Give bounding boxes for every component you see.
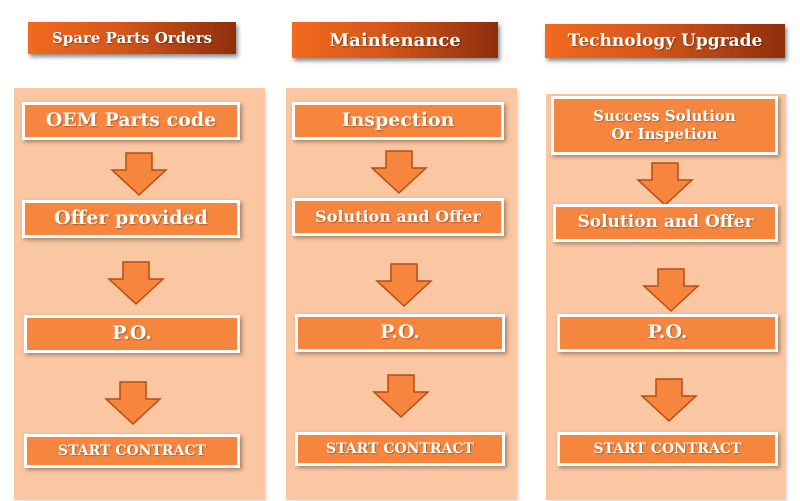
step-start-contract: START CONTRACT (24, 434, 240, 468)
flow-arrow-down-icon (370, 150, 428, 195)
step-success-solution: Success Solution Or Inspetion (551, 96, 778, 155)
flow-arrow-down-icon (640, 378, 698, 423)
header-spare-parts-orders: Spare Parts Orders (28, 22, 236, 54)
flow-arrow-down-icon (110, 152, 168, 197)
step-solution-and-offer: Solution and Offer (292, 198, 504, 236)
step-inspection: Inspection (292, 102, 504, 140)
header-technology-upgrade: Technology Upgrade (545, 24, 785, 58)
step-success-solution-line2: Or Inspetion (611, 124, 718, 143)
step-offer-provided: Offer provided (22, 200, 240, 238)
step-success-solution-line1: Success Solution (593, 107, 736, 126)
step-solution-and-offer: Solution and Offer (553, 204, 778, 242)
flow-arrow-down-icon (104, 381, 162, 426)
flow-arrow-down-icon (642, 268, 700, 313)
step-po: P.O. (557, 314, 778, 352)
step-po: P.O. (24, 315, 240, 353)
flow-arrow-down-icon (107, 261, 165, 306)
step-po: P.O. (295, 314, 505, 352)
step-start-contract: START CONTRACT (295, 432, 505, 466)
flow-arrow-down-icon (375, 263, 433, 308)
flow-arrow-down-icon (636, 162, 694, 207)
step-oem-parts-code: OEM Parts code (22, 102, 240, 140)
flow-arrow-down-icon (372, 374, 430, 419)
step-start-contract: START CONTRACT (557, 432, 778, 466)
header-maintenance: Maintenance (292, 22, 498, 58)
